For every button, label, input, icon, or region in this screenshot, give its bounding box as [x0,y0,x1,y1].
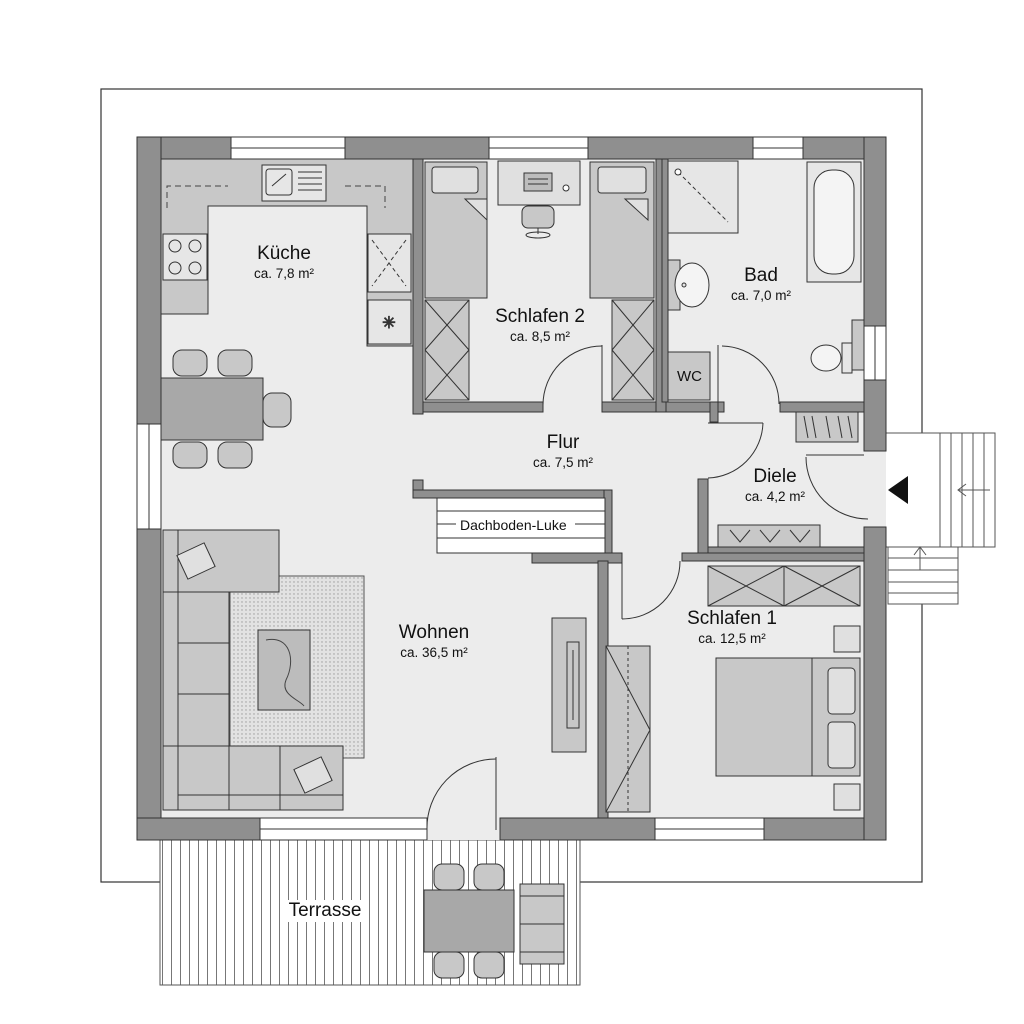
kitchen-dash-lines [166,185,386,208]
double-bed [715,625,861,811]
dining-set [160,349,292,469]
room-area: ca. 4,2 m² [744,489,806,504]
room-name: Schlafen 1 [687,608,777,629]
room-schlafen1: Schlafen 1 ca. 12,5 m² [687,608,777,647]
door-schlafen1 [621,560,681,620]
room-area: ca. 7,5 m² [532,455,594,470]
terrace [159,839,581,986]
room-name: Schlafen 2 [495,306,585,327]
room-name: Bad [744,265,778,286]
dresser [605,645,651,813]
terrace-dining-set [423,863,515,979]
room-terrasse: Terrasse [284,900,366,922]
sofa [162,529,344,811]
laptop-icon [523,172,570,192]
stove-icon [162,233,208,281]
room-bad: Bad ca. 7,0 m² [731,265,791,304]
door-diele [707,422,764,479]
sink-icon [261,164,327,202]
room-schlafen2: Schlafen 2 ca. 8,5 m² [495,306,585,345]
patio-door [426,757,497,831]
toilet-icon [810,342,853,374]
radiator [851,319,865,371]
wardrobe-left [424,299,470,401]
bed-right [589,161,655,299]
attic-hatch-label: Dachboden-Luke [460,517,567,533]
desk [497,160,581,239]
wardrobe-schlafen1 [707,565,861,607]
bed-left [424,161,488,299]
fridge: ✳ [367,233,412,345]
coat-rack-bad [795,411,859,443]
room-name: Flur [546,432,580,453]
room-name: Terrasse [288,900,362,921]
terrace-sofa [519,883,565,965]
room-area: ca. 7,8 m² [253,266,315,281]
room-area: ca. 8,5 m² [509,329,571,344]
room-name: Diele [753,466,797,487]
room-flur: Flur ca. 7,5 m² [533,432,593,471]
coat-rack-diele [717,524,821,548]
room-kueche: Küche ca. 7,8 m² [254,243,314,282]
wardrobe-right [611,299,655,401]
coffee-table [257,629,311,711]
room-area: ca. 36,5 m² [400,645,468,660]
room-name: Küche [257,243,311,264]
room-area: ca. 12,5 m² [698,631,766,646]
entrance-steps [871,432,996,605]
room-wohnen: Wohnen ca. 36,5 m² [399,622,469,661]
door-schlafen2 [542,345,603,406]
svg-text:✳: ✳ [382,315,395,332]
washbasin [667,259,710,311]
windows [136,136,887,841]
room-name: Wohnen [398,622,470,643]
door-entrance [805,454,869,520]
attic-stairs [436,497,606,554]
kitchen-counter [160,158,414,347]
bathtub-icon [806,161,862,283]
wc-label: WC [677,368,702,385]
interior-walls [412,158,865,819]
entrance-arrow-icon [888,476,908,504]
room-diele: Diele ca. 4,2 m² [745,466,805,505]
wc-cabinet [667,351,711,401]
tv-cabinet [551,617,587,753]
door-bad [717,345,780,405]
room-area: ca. 7,0 m² [730,288,792,303]
shower-icon [667,160,739,234]
